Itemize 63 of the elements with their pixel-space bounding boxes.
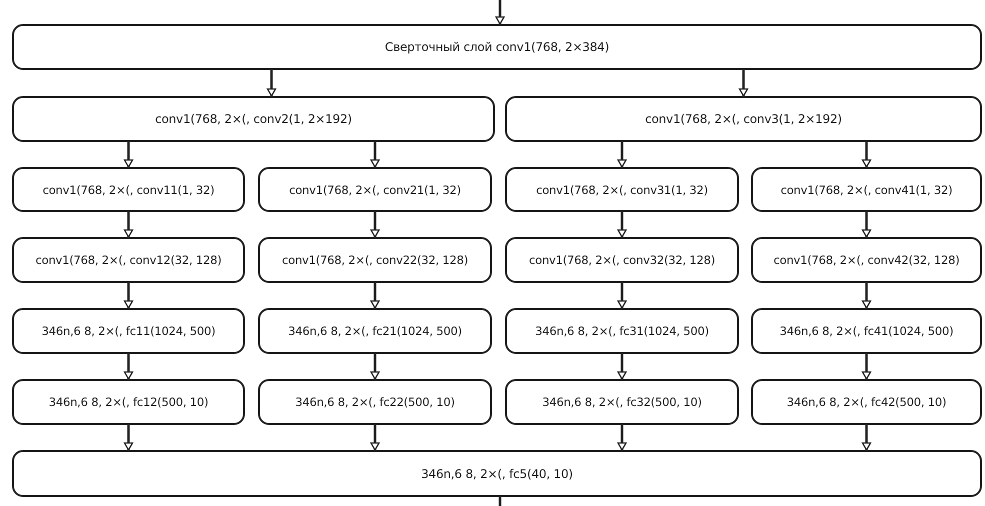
layer-label: 346n,6 8, 2×(, fc31(1024, 500) bbox=[535, 324, 709, 338]
layer-label: 346n,6 8, 2×(, fc22(500, 10) bbox=[295, 395, 455, 409]
process-box bbox=[12, 237, 245, 283]
arrow bbox=[124, 212, 134, 238]
arrow bbox=[862, 142, 872, 168]
process-box bbox=[12, 379, 245, 425]
arrow bbox=[266, 70, 276, 97]
process-box bbox=[12, 96, 495, 142]
layer-label: 346n,6 8, 2×(, fc32(500, 10) bbox=[542, 395, 702, 409]
arrow bbox=[124, 283, 134, 309]
arrow bbox=[370, 283, 380, 309]
arrow bbox=[617, 354, 627, 380]
process-box bbox=[12, 308, 245, 354]
layer-label: 346n,6 8, 2×(, fc12(500, 10) bbox=[48, 395, 208, 409]
layer-label: conv1(768, 2×(, conv2(1, 2×192) bbox=[155, 112, 352, 126]
process-box bbox=[505, 379, 739, 425]
arrow bbox=[617, 142, 627, 168]
layer-label: Сверточный слой conv1(768, 2×384) bbox=[384, 40, 610, 54]
arrow bbox=[738, 70, 748, 97]
process-box bbox=[258, 379, 492, 425]
arrow bbox=[370, 142, 380, 168]
arrow bbox=[495, 0, 505, 25]
arrow bbox=[862, 283, 872, 309]
layer-label: 346n,6 8, 2×(, fc42(500, 10) bbox=[786, 395, 946, 409]
process-box bbox=[505, 96, 982, 142]
arrow bbox=[124, 425, 134, 451]
process-box bbox=[751, 237, 982, 283]
layer-label: 346n,6 8, 2×(, fc5(40, 10) bbox=[421, 466, 573, 480]
arrow bbox=[370, 212, 380, 238]
arrow bbox=[617, 283, 627, 309]
layer-label: conv1(768, 2×(, conv22(32, 128) bbox=[282, 253, 468, 267]
process-box bbox=[751, 308, 982, 354]
arrow bbox=[862, 354, 872, 380]
arrow bbox=[370, 354, 380, 380]
process-box bbox=[505, 308, 739, 354]
arrow bbox=[617, 425, 627, 451]
layer-label: conv1(768, 2×(, conv32(32, 128) bbox=[528, 253, 716, 267]
layer-label: conv1(768, 2×(, conv41(1, 32) bbox=[780, 182, 952, 196]
layer-label: 346n,6 8, 2×(, fc11(1024, 500) bbox=[42, 324, 216, 338]
layer-label: conv1(768, 2×(, conv12(32, 128) bbox=[35, 253, 222, 267]
layer-label: conv1(768, 2×(, conv11(1, 32) bbox=[42, 182, 214, 196]
layer-label: conv1(768, 2×(, conv21(1, 32) bbox=[289, 182, 461, 196]
process-box bbox=[505, 167, 739, 212]
arrow bbox=[124, 354, 134, 380]
layer-label: conv1(768, 2×(, conv31(1, 32) bbox=[536, 182, 708, 196]
arrow bbox=[124, 142, 134, 168]
process-box bbox=[751, 379, 982, 425]
layer-label: conv1(768, 2×(, conv3(1, 2×192) bbox=[645, 112, 842, 126]
process-box bbox=[258, 167, 492, 212]
arrow bbox=[617, 212, 627, 238]
arrow bbox=[862, 425, 872, 451]
process-box bbox=[258, 237, 492, 283]
process-box bbox=[258, 308, 492, 354]
arrow bbox=[862, 212, 872, 238]
process-box bbox=[12, 450, 982, 497]
layer-label: 346n,6 8, 2×(, fc21(1024, 500) bbox=[288, 324, 462, 338]
arrow bbox=[370, 425, 380, 451]
process-box bbox=[12, 167, 245, 212]
layer-label: 346n,6 8, 2×(, fc41(1024, 500) bbox=[780, 324, 954, 338]
process-box bbox=[751, 167, 982, 212]
process-box bbox=[505, 237, 739, 283]
layer-label: conv1(768, 2×(, conv42(32, 128) bbox=[773, 253, 960, 267]
process-box bbox=[12, 24, 982, 70]
